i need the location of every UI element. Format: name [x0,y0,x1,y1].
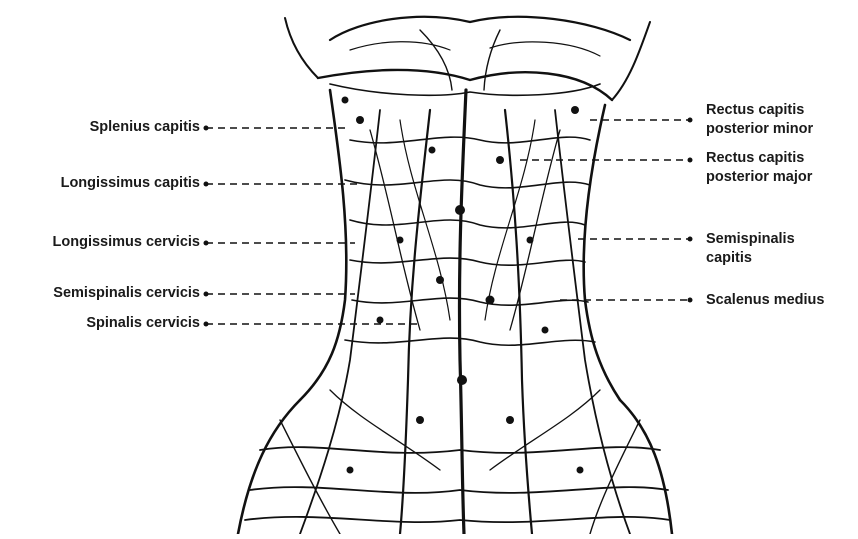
label-longissimus-capitis: Longissimus capitis [0,174,200,193]
label-splenius-capitis: Splenius capitis [20,118,200,137]
label-semispinalis-capitis: Semispinalis capitis [706,230,856,268]
label-scalenus-medius: Scalenus medius [706,291,856,310]
label-rectus-capitis-posterior-major: Rectus capitis posterior major [706,149,856,187]
label-rectus-capitis-posterior-minor: Rectus capitis posterior minor [706,101,856,139]
label-longissimus-cervicis: Longissimus cervicis [0,233,200,252]
label-spinalis-cervicis: Spinalis cervicis [0,314,200,333]
label-semispinalis-cervicis: Semispinalis cervicis [0,284,200,303]
leader-lines [206,120,690,324]
